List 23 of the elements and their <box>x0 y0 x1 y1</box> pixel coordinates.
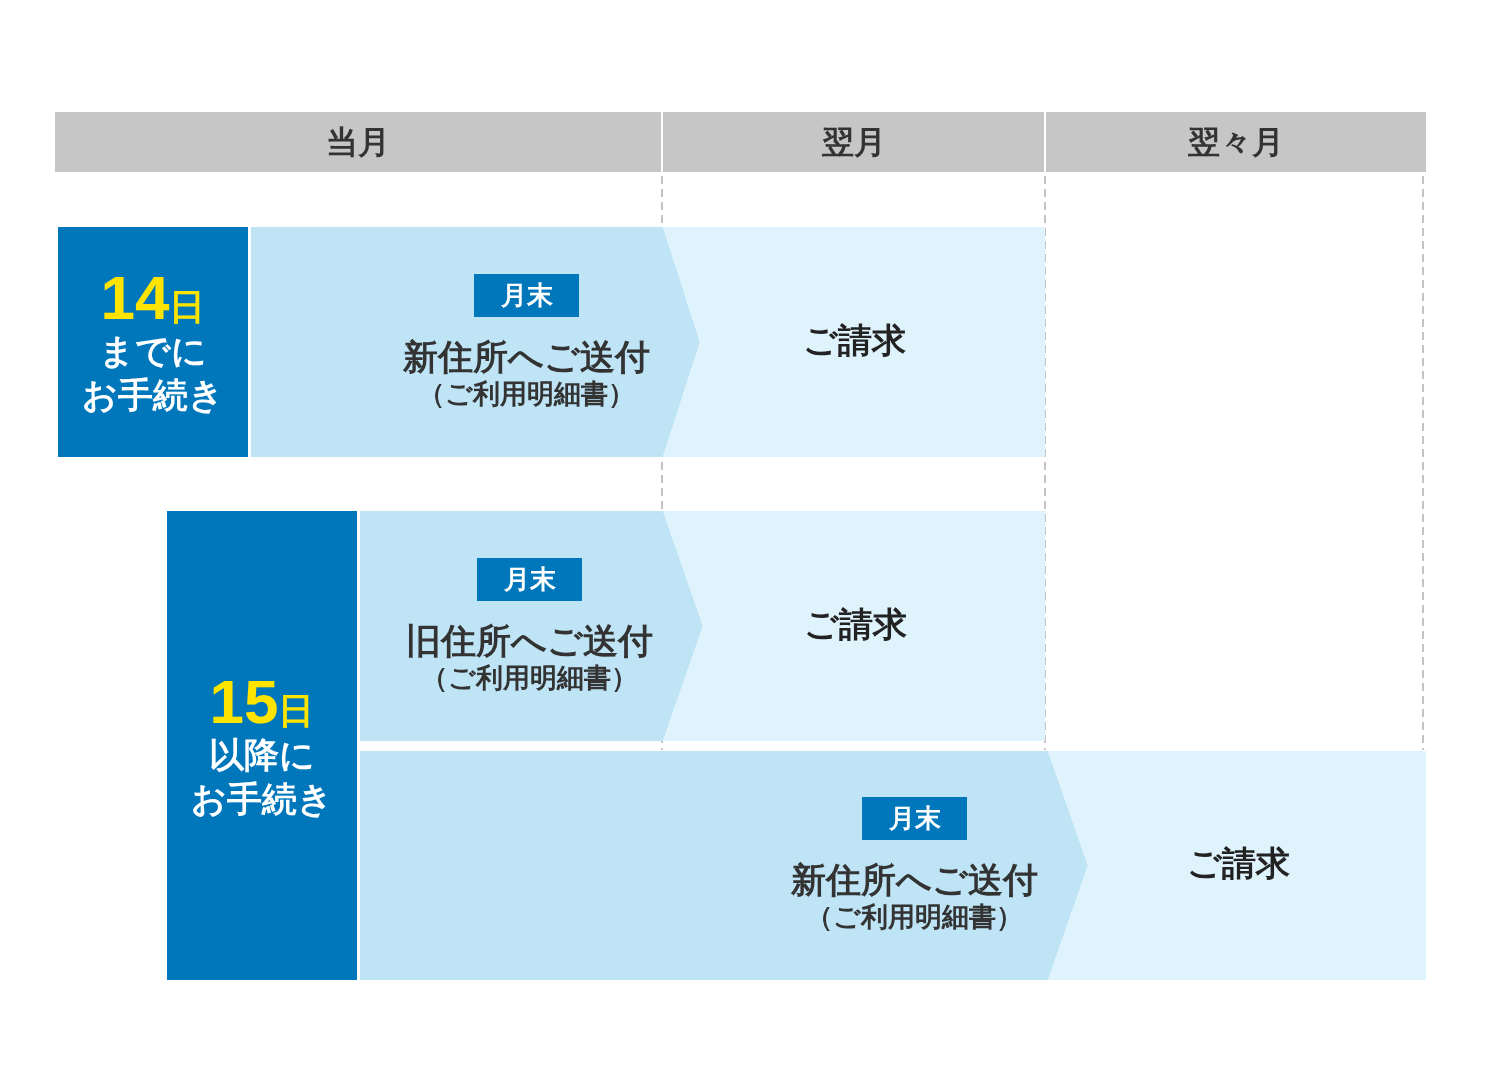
column-header: 当月 <box>55 112 661 172</box>
day-heading: 15日 <box>209 670 315 733</box>
deadline-text: までに <box>99 330 207 372</box>
statement-note: （ご利用明細書） <box>806 901 1023 934</box>
delivery-text: 新住所へご送付 <box>791 860 1038 900</box>
arrow-band <box>251 227 700 457</box>
statement-note: （ご利用明細書） <box>418 377 635 411</box>
column-header: 翌々月 <box>1046 112 1426 172</box>
deadline-text: お手続き <box>191 777 333 820</box>
deadline-text: 以降に <box>209 733 315 776</box>
arrow-band <box>360 511 703 741</box>
column-header: 翌月 <box>663 112 1044 172</box>
delivery-text: 新住所へご送付 <box>403 336 650 377</box>
deadline-panel <box>58 227 248 457</box>
deadline-text: お手続き <box>82 374 224 416</box>
delivery-text: 旧住所へご送付 <box>406 620 653 661</box>
month-end-badge: 月末 <box>474 273 579 317</box>
arrow-band <box>360 751 1088 980</box>
day-heading: 14日 <box>100 267 206 329</box>
deadline-panel <box>167 511 357 980</box>
statement-note: （ご利用明細書） <box>421 661 638 695</box>
month-end-badge: 月末 <box>862 797 967 840</box>
month-end-badge: 月末 <box>477 557 582 601</box>
